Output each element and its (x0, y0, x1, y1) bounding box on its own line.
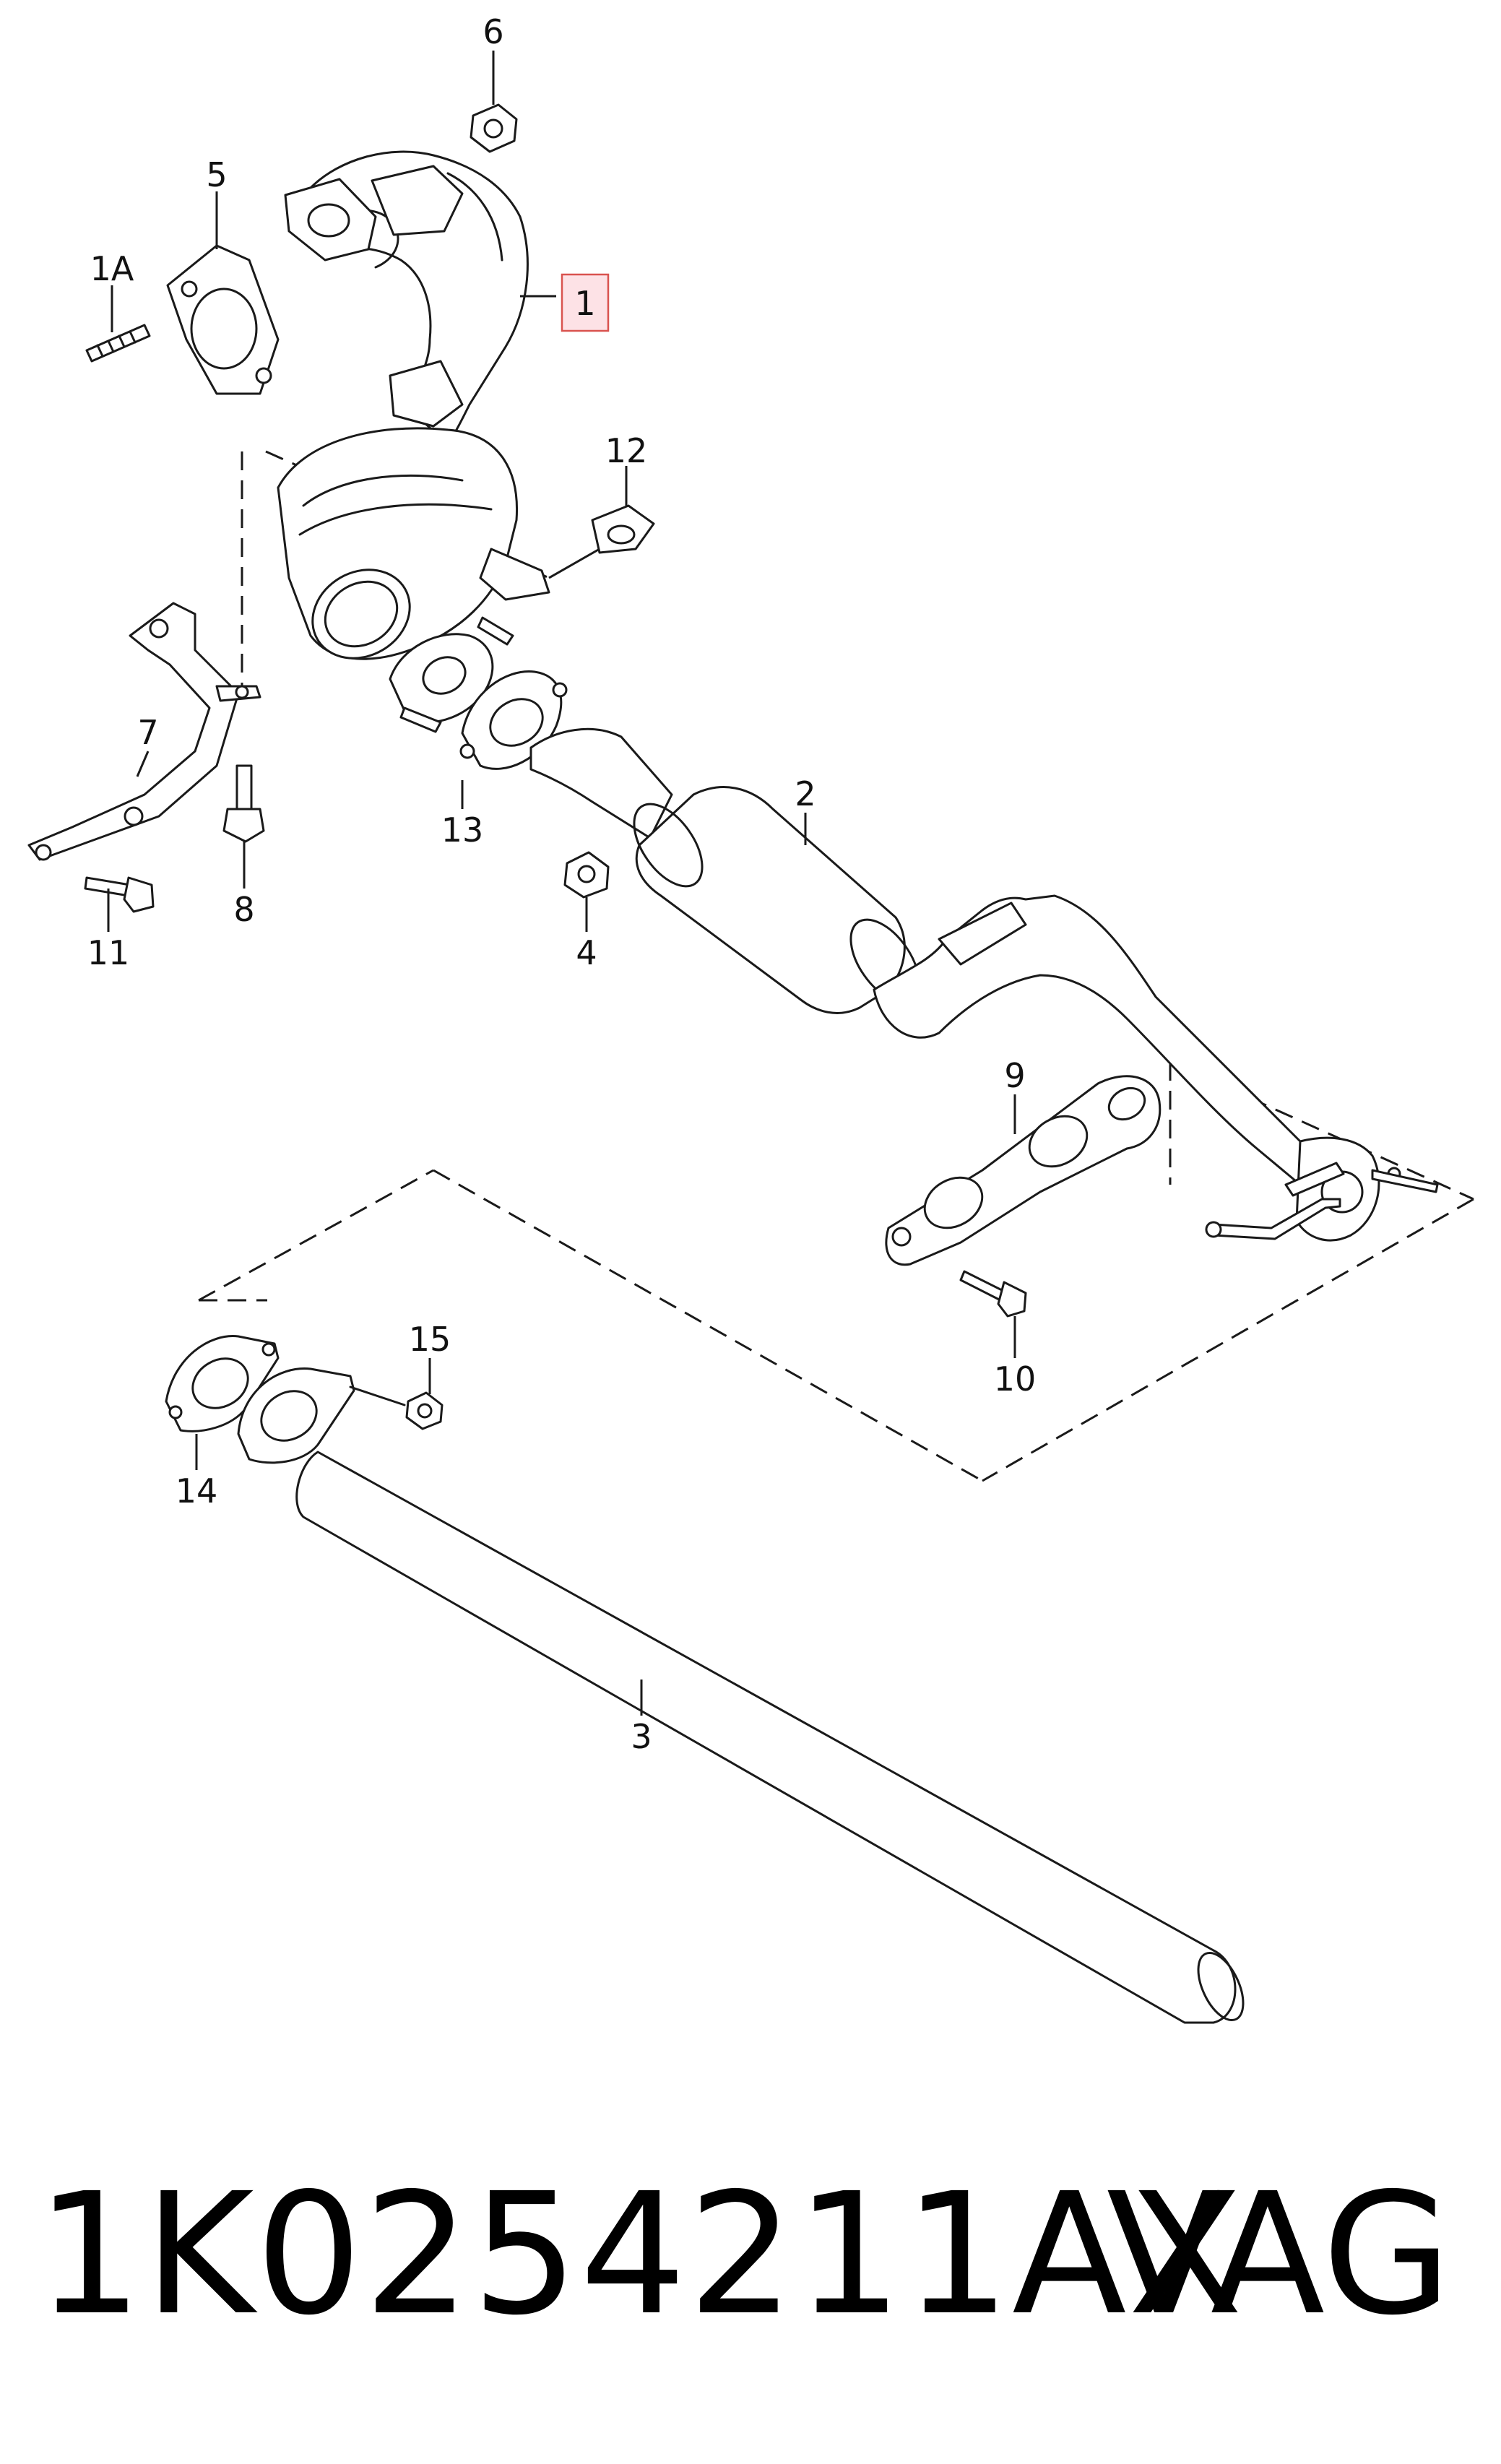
part-4-nut[interactable] (563, 851, 610, 899)
part-3-tail-pipe[interactable] (237, 1367, 1253, 2027)
part-8-bolt[interactable] (222, 764, 265, 843)
brand-name: VAG (1106, 2157, 1452, 2352)
callout-6-label[interactable]: 6 (483, 12, 503, 51)
part-12-bracket[interactable] (591, 504, 655, 554)
callout-15-label[interactable]: 15 (409, 1320, 451, 1359)
callout-leader-lines (107, 51, 1016, 1716)
part-9-hanger-bracket[interactable] (885, 1075, 1162, 1266)
part-1-downpipe-catalytic-converter[interactable] (277, 150, 550, 724)
callout-3-label[interactable]: 3 (631, 1717, 652, 1756)
callout-5-label[interactable]: 5 (206, 155, 227, 194)
callout-8-label[interactable]: 8 (233, 890, 254, 929)
callout-11-label[interactable]: 11 (87, 933, 130, 972)
callout-7-label[interactable]: 7 (137, 713, 158, 752)
callout-12-label[interactable]: 12 (605, 431, 648, 470)
part-10-bolt[interactable] (959, 1270, 1027, 1318)
flange-studs[interactable] (399, 616, 514, 733)
callout-14-label[interactable]: 14 (176, 1471, 218, 1510)
hanger-rods[interactable] (1205, 1162, 1345, 1240)
callout-9-label[interactable]: 9 (1004, 1056, 1025, 1095)
callout-2-label[interactable]: 2 (795, 774, 816, 813)
part-number-footer: 1K0254211AX VAG (36, 2171, 1466, 2387)
part-number: 1K0254211AX (36, 2157, 1245, 2352)
callout-10-label[interactable]: 10 (994, 1359, 1037, 1399)
part-11-bolt[interactable] (84, 876, 155, 913)
callout-1-highlight-box (561, 273, 610, 332)
callout-4-label[interactable]: 4 (576, 933, 597, 972)
callout-1a-label[interactable]: 1A (90, 249, 134, 288)
part-2-intermediate-pipe[interactable] (529, 727, 1439, 1242)
callout-13-label[interactable]: 13 (441, 810, 484, 850)
part-14-twin-gasket[interactable] (165, 1335, 280, 1432)
part-1a-stud[interactable] (85, 324, 151, 363)
part-5-gasket[interactable] (166, 244, 280, 395)
part-7-support-bracket[interactable] (27, 602, 261, 861)
part-6-nut[interactable] (470, 103, 518, 153)
part-15-nut[interactable] (405, 1391, 444, 1430)
callout-labels: 6 5 1A 1 12 7 2 13 8 4 11 9 15 10 14 3 (87, 12, 1037, 1756)
callout-1-label[interactable]: 1 (574, 284, 595, 323)
